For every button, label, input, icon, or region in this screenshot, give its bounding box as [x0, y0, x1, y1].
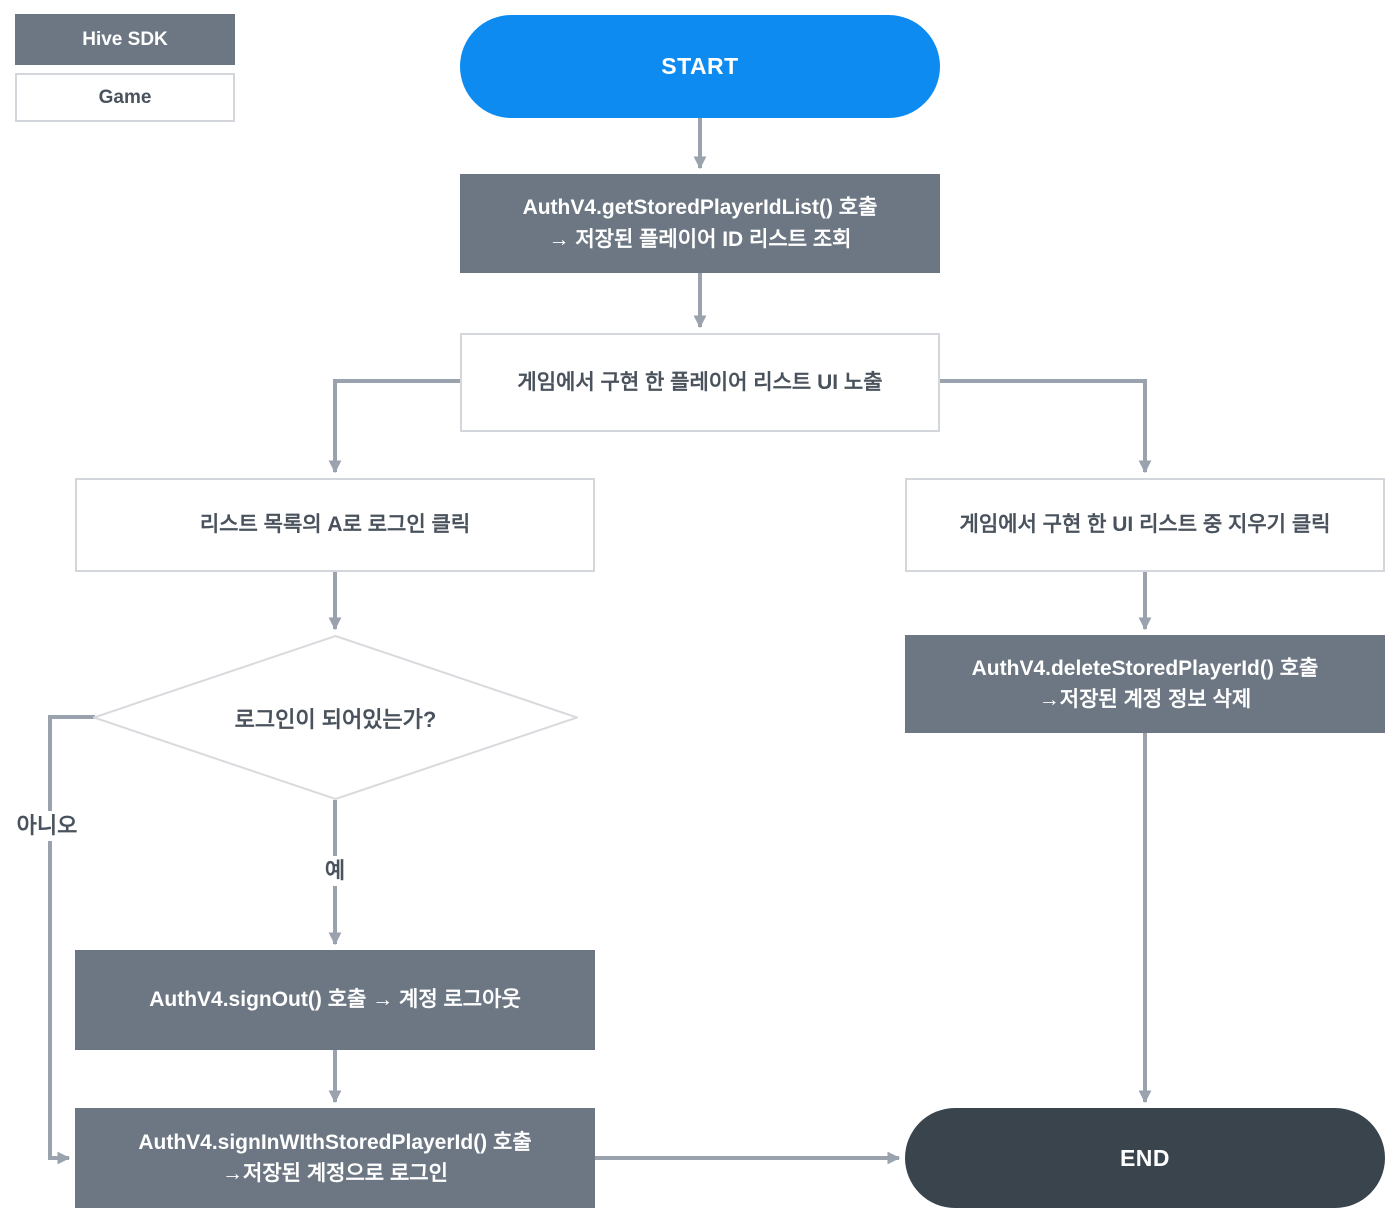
branch-label-no: 아니오 [10, 811, 84, 841]
legend-game: Game [15, 73, 235, 122]
login-click-node: 리스트 목록의 A로 로그인 클릭 [75, 478, 595, 572]
get-stored-player-id-list-node: AuthV4.getStoredPlayerIdList() 호출 → 저장된 … [460, 174, 940, 273]
sign-in-with-stored-player-id-node: AuthV4.signInWIthStoredPlayerId() 호출 →저장… [75, 1108, 595, 1208]
connector-decision-no-to-signin [48, 715, 95, 1165]
sign-out-node: AuthV4.signOut() 호출 → 계정 로그아웃 [75, 950, 595, 1050]
branch-label-yes: 예 [318, 856, 352, 886]
legend-hive-sdk: Hive SDK [15, 14, 235, 65]
connector-listui-to-deleteclick [940, 379, 1152, 474]
end-node: END [905, 1108, 1385, 1208]
decision-diamond-shape [93, 635, 578, 800]
delete-stored-player-id-node: AuthV4.deleteStoredPlayerId() 호출 →저장된 계정… [905, 635, 1385, 733]
player-list-ui-node: 게임에서 구현 한 플레이어 리스트 UI 노출 [460, 333, 940, 432]
start-node: START [460, 15, 940, 118]
connector-listui-to-loginclick [328, 379, 460, 474]
delete-click-node: 게임에서 구현 한 UI 리스트 중 지우기 클릭 [905, 478, 1385, 572]
login-check-label: 로그인이 되어있는가? [234, 706, 437, 732]
login-check-decision-node: 로그인이 되어있는가? [93, 635, 578, 800]
